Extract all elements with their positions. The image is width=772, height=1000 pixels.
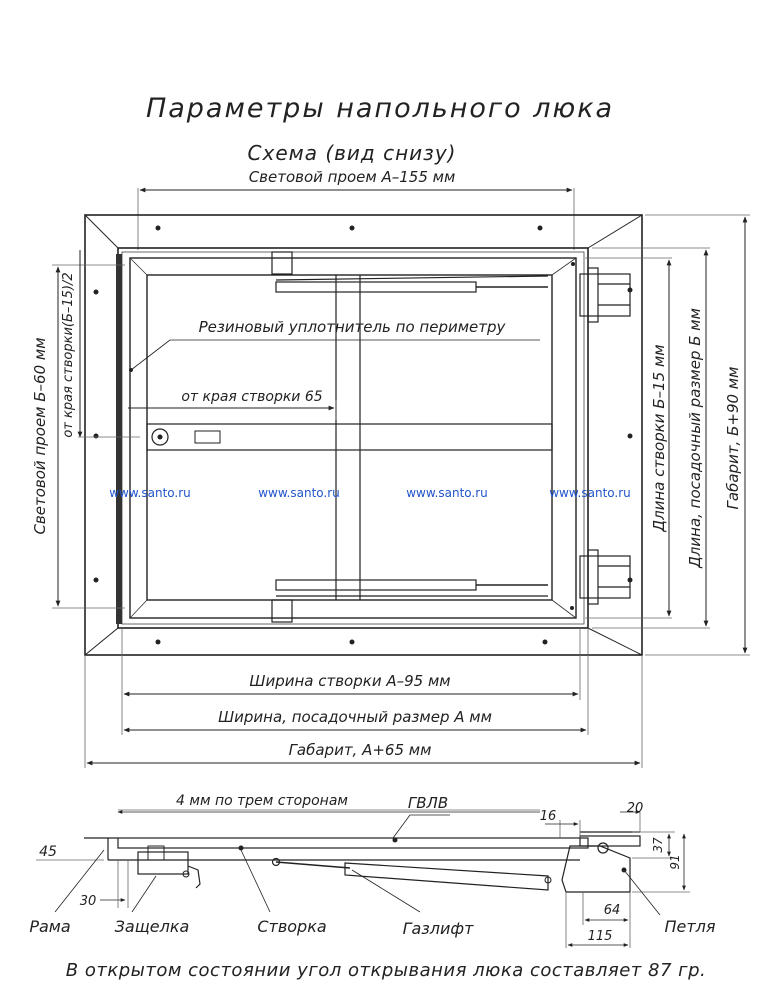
gaslift-label: Газлифт [403,919,475,938]
mount-length-label: Длина, посадочный размер Б мм [686,308,704,569]
page-title: Параметры напольного люка [146,93,614,124]
rubber-seal-label: Резиновый уплотнитель по периметру [199,318,507,336]
dim-light-opening-width: Световой проем А–155 мм [137,168,575,250]
leaf-label: Створка [257,917,326,936]
watermark-4: www.santo.ru [549,486,631,500]
screw-holes [93,225,633,645]
rubber-seal-callout: Резиновый уплотнитель по периметру [129,318,540,372]
dim-30-label: 30 [80,894,97,909]
leaf-length-label: Длина створки Б–15 мм [650,344,668,532]
mount-width-label: Ширина, посадочный размер А мм [218,708,492,726]
latch-label: Защелка [115,917,190,936]
from-leaf-edge-half-label: от края створки(Б–15)/2 [61,272,76,437]
watermark-2: www.santo.ru [258,486,340,500]
section-view [84,809,641,893]
hinge-label: Петля [664,917,715,936]
overall-length-label: Габарит, Б+90 мм [724,367,742,510]
dim-37-label: 37 [651,837,665,853]
light-opening-length-label: Световой проем Б–60 мм [31,337,49,534]
dim-left-vertical: Световой проем Б–60 мм от края створки(Б… [31,250,140,609]
latch-knob [151,428,169,446]
dim-115-label: 115 [588,929,613,944]
gas-lift-struts [271,251,549,623]
dim-from-leaf-edge-65: от края створки 65 [128,389,337,420]
reinforcement-bars [146,275,553,600]
hinge-icons [579,267,631,605]
light-opening-width-label: Световой проем А–155 мм [249,168,456,186]
section-dimensions: 4 мм по трем сторонам ГВЛВ 45 30 16 20 3… [29,793,716,948]
watermark-3: www.santo.ru [406,486,488,500]
dim-45-label: 45 [39,844,57,860]
gvlv-label: ГВЛВ [408,794,448,812]
from-leaf-edge-65-label: от края створки 65 [181,389,322,405]
dim-16-label: 16 [540,809,557,824]
watermark-1: www.santo.ru [109,486,191,500]
dim-bottom-widths: Ширина створки А–95 мм Ширина, посадочны… [84,628,643,768]
footer-note: В открытом состоянии угол открывания люк… [66,960,706,981]
frame-label: Рама [29,917,70,936]
leaf-width-label: Ширина створки А–95 мм [249,672,450,690]
three-sides-label: 4 мм по трем сторонам [176,793,348,809]
dim-right-vertical: Длина створки Б–15 мм Длина, посадочный … [585,214,750,656]
dim-20-label: 20 [627,801,644,816]
hatch-frame [84,214,643,656]
watermarks: www.santo.ru www.santo.ru www.santo.ru w… [109,486,631,500]
dim-91-label: 91 [668,854,682,869]
dim-64-label: 64 [604,903,621,918]
scheme-subtitle: Схема (вид снизу) [248,141,457,165]
overall-width-label: Габарит, А+65 мм [289,741,432,759]
